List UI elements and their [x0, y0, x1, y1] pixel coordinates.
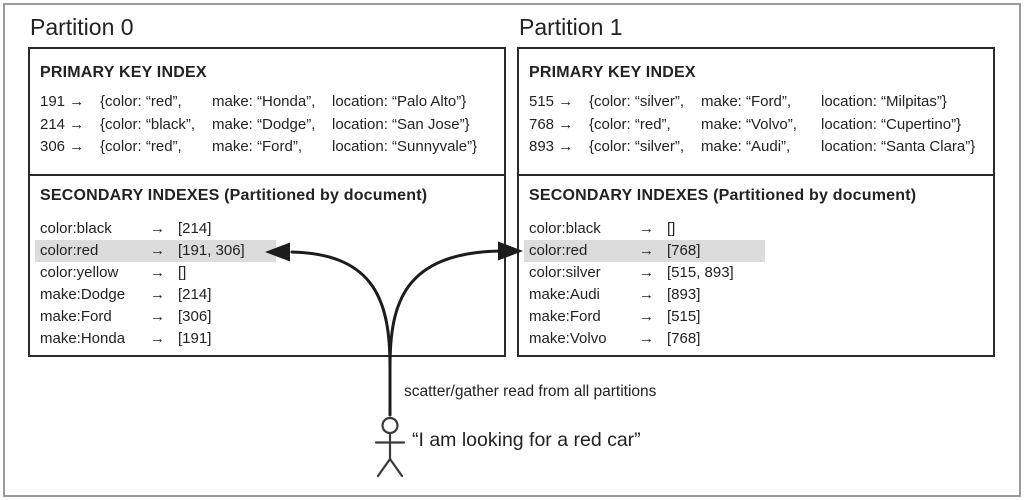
doc-make-field: make: “Volvo”, — [701, 115, 797, 133]
index-entry-postings: [214] — [178, 220, 212, 237]
index-entry-label: make:Audi — [529, 286, 600, 303]
doc-color-field: {color: “silver”, — [589, 138, 685, 155]
secondary-index-rows: color:black → [] color:red → [768] color… — [524, 218, 981, 350]
primary-index-row: 214 → {color: “black”, make: “Dodge”, lo… — [40, 114, 492, 137]
index-entry-label: color:yellow — [40, 264, 119, 281]
doc-location-field: location: “Santa Clara”} — [821, 138, 976, 155]
index-entry-postings: [768] — [667, 330, 701, 347]
secondary-index-row: color:red → [191, 306] — [35, 240, 276, 262]
index-entry-label: make:Honda — [40, 330, 126, 347]
index-entry-postings: [768] — [667, 242, 701, 259]
index-entry-postings: [306] — [178, 308, 212, 325]
primary-index-row: 768 → {color: “red”, make: “Volvo”, loca… — [529, 114, 981, 137]
maps-to-arrow-icon: → — [639, 220, 654, 237]
maps-to-arrow-icon: → — [639, 308, 654, 325]
index-entry-postings: [214] — [178, 286, 212, 303]
secondary-index-row: color:red → [768] — [524, 240, 765, 262]
partition-0-box: PRIMARY KEY INDEX 191 → {color: “red”, m… — [28, 47, 506, 357]
index-entry-label: make:Volvo — [529, 330, 607, 347]
secondary-index-row: make:Volvo → [768] — [524, 328, 981, 350]
secondary-index-rows: color:black → [214] color:red → [191, 30… — [35, 218, 492, 350]
primary-index-row: 515 → {color: “silver”, make: “Ford”, lo… — [529, 91, 981, 114]
doc-make-field: make: “Audi”, — [701, 138, 791, 155]
primary-index-title: PRIMARY KEY INDEX — [529, 64, 696, 81]
doc-color-field: {color: “red”, — [100, 138, 182, 155]
secondary-index-row: color:black → [214] — [35, 218, 492, 240]
maps-to-arrow-icon: → — [639, 330, 654, 347]
index-entry-label: color:red — [529, 242, 588, 259]
primary-index-row: 306 → {color: “red”, make: “Ford”, locat… — [40, 136, 492, 159]
doc-key: 515 → — [529, 93, 574, 110]
partition-0-title: Partition 0 — [30, 14, 134, 40]
doc-key: 306 → — [40, 138, 85, 155]
index-entry-label: color:silver — [529, 264, 601, 281]
secondary-index-row: color:black → [] — [524, 218, 981, 240]
index-entry-label: color:black — [529, 220, 601, 237]
figure-border — [3, 3, 1021, 497]
maps-to-arrow-icon: → — [150, 264, 165, 281]
maps-to-arrow-icon: → — [639, 242, 654, 259]
maps-to-arrow-icon: → — [150, 308, 165, 325]
index-entry-postings: [191, 306] — [178, 242, 245, 259]
scatter-gather-label: scatter/gather read from all partitions — [404, 383, 657, 400]
index-entry-label: color:red — [40, 242, 99, 259]
index-entry-postings: [191] — [178, 330, 212, 347]
maps-to-arrow-icon: → — [639, 286, 654, 303]
maps-to-arrow-icon: → — [150, 242, 165, 259]
doc-make-field: make: “Honda”, — [212, 93, 316, 110]
secondary-index-row: color:yellow → [] — [35, 262, 492, 284]
primary-index-row: 191 → {color: “red”, make: “Honda”, loca… — [40, 91, 492, 114]
maps-to-arrow-icon: → — [639, 264, 654, 281]
maps-to-arrow-icon: → — [150, 220, 165, 237]
doc-key: 768 → — [529, 115, 574, 133]
person-query-quote: “I am looking for a red car” — [412, 429, 641, 451]
secondary-index-row: make:Honda → [191] — [35, 328, 492, 350]
secondary-index-row: make:Audi → [893] — [524, 284, 981, 306]
partition-0-primary-index: PRIMARY KEY INDEX 191 → {color: “red”, m… — [30, 49, 504, 176]
doc-make-field: make: “Ford”, — [212, 138, 303, 155]
doc-key: 214 → — [40, 115, 85, 133]
index-entry-postings: [] — [667, 220, 676, 237]
index-entry-postings: [515, 893] — [667, 264, 734, 281]
index-entry-label: make:Dodge — [40, 286, 126, 303]
index-entry-postings: [893] — [667, 286, 701, 303]
doc-make-field: make: “Ford”, — [701, 93, 792, 110]
doc-color-field: {color: “black”, — [100, 115, 196, 133]
doc-make-field: make: “Dodge”, — [212, 115, 316, 133]
doc-location-field: location: “Sunnyvale”} — [332, 138, 478, 155]
primary-index-rows: 191 → {color: “red”, make: “Honda”, loca… — [40, 91, 492, 159]
secondary-index-row: make:Ford → [306] — [35, 306, 492, 328]
partition-1-secondary-indexes: SECONDARY INDEXES (Partitioned by docume… — [519, 176, 993, 355]
partition-1-primary-index: PRIMARY KEY INDEX 515 → {color: “silver”… — [519, 49, 993, 176]
partition-0-secondary-indexes: SECONDARY INDEXES (Partitioned by docume… — [30, 176, 504, 355]
partition-1-title: Partition 1 — [519, 14, 623, 40]
partition-1-box: PRIMARY KEY INDEX 515 → {color: “silver”… — [517, 47, 995, 357]
secondary-index-row: make:Dodge → [214] — [35, 284, 492, 306]
doc-color-field: {color: “red”, — [100, 93, 182, 110]
doc-color-field: {color: “red”, — [589, 115, 671, 133]
index-entry-postings: [] — [178, 264, 187, 281]
secondary-indexes-title: SECONDARY INDEXES (Partitioned by docume… — [40, 187, 428, 204]
index-entry-label: make:Ford — [529, 308, 601, 325]
index-entry-label: make:Ford — [40, 308, 112, 325]
doc-location-field: location: “San Jose”} — [332, 115, 470, 133]
secondary-indexes-title: SECONDARY INDEXES (Partitioned by docume… — [529, 187, 917, 204]
secondary-index-row: color:silver → [515, 893] — [524, 262, 981, 284]
secondary-index-row: make:Ford → [515] — [524, 306, 981, 328]
doc-location-field: location: “Cupertino”} — [821, 115, 962, 133]
doc-key: 191 → — [40, 93, 85, 110]
index-entry-label: color:black — [40, 220, 112, 237]
doc-key: 893 → — [529, 138, 574, 155]
primary-index-rows: 515 → {color: “silver”, make: “Ford”, lo… — [529, 91, 981, 159]
primary-index-row: 893 → {color: “silver”, make: “Audi”, lo… — [529, 136, 981, 159]
primary-index-title: PRIMARY KEY INDEX — [40, 64, 207, 81]
doc-color-field: {color: “silver”, — [589, 93, 685, 110]
doc-location-field: location: “Milpitas”} — [821, 93, 947, 110]
maps-to-arrow-icon: → — [150, 330, 165, 347]
maps-to-arrow-icon: → — [150, 286, 165, 303]
doc-location-field: location: “Palo Alto”} — [332, 93, 467, 110]
index-entry-postings: [515] — [667, 308, 701, 325]
